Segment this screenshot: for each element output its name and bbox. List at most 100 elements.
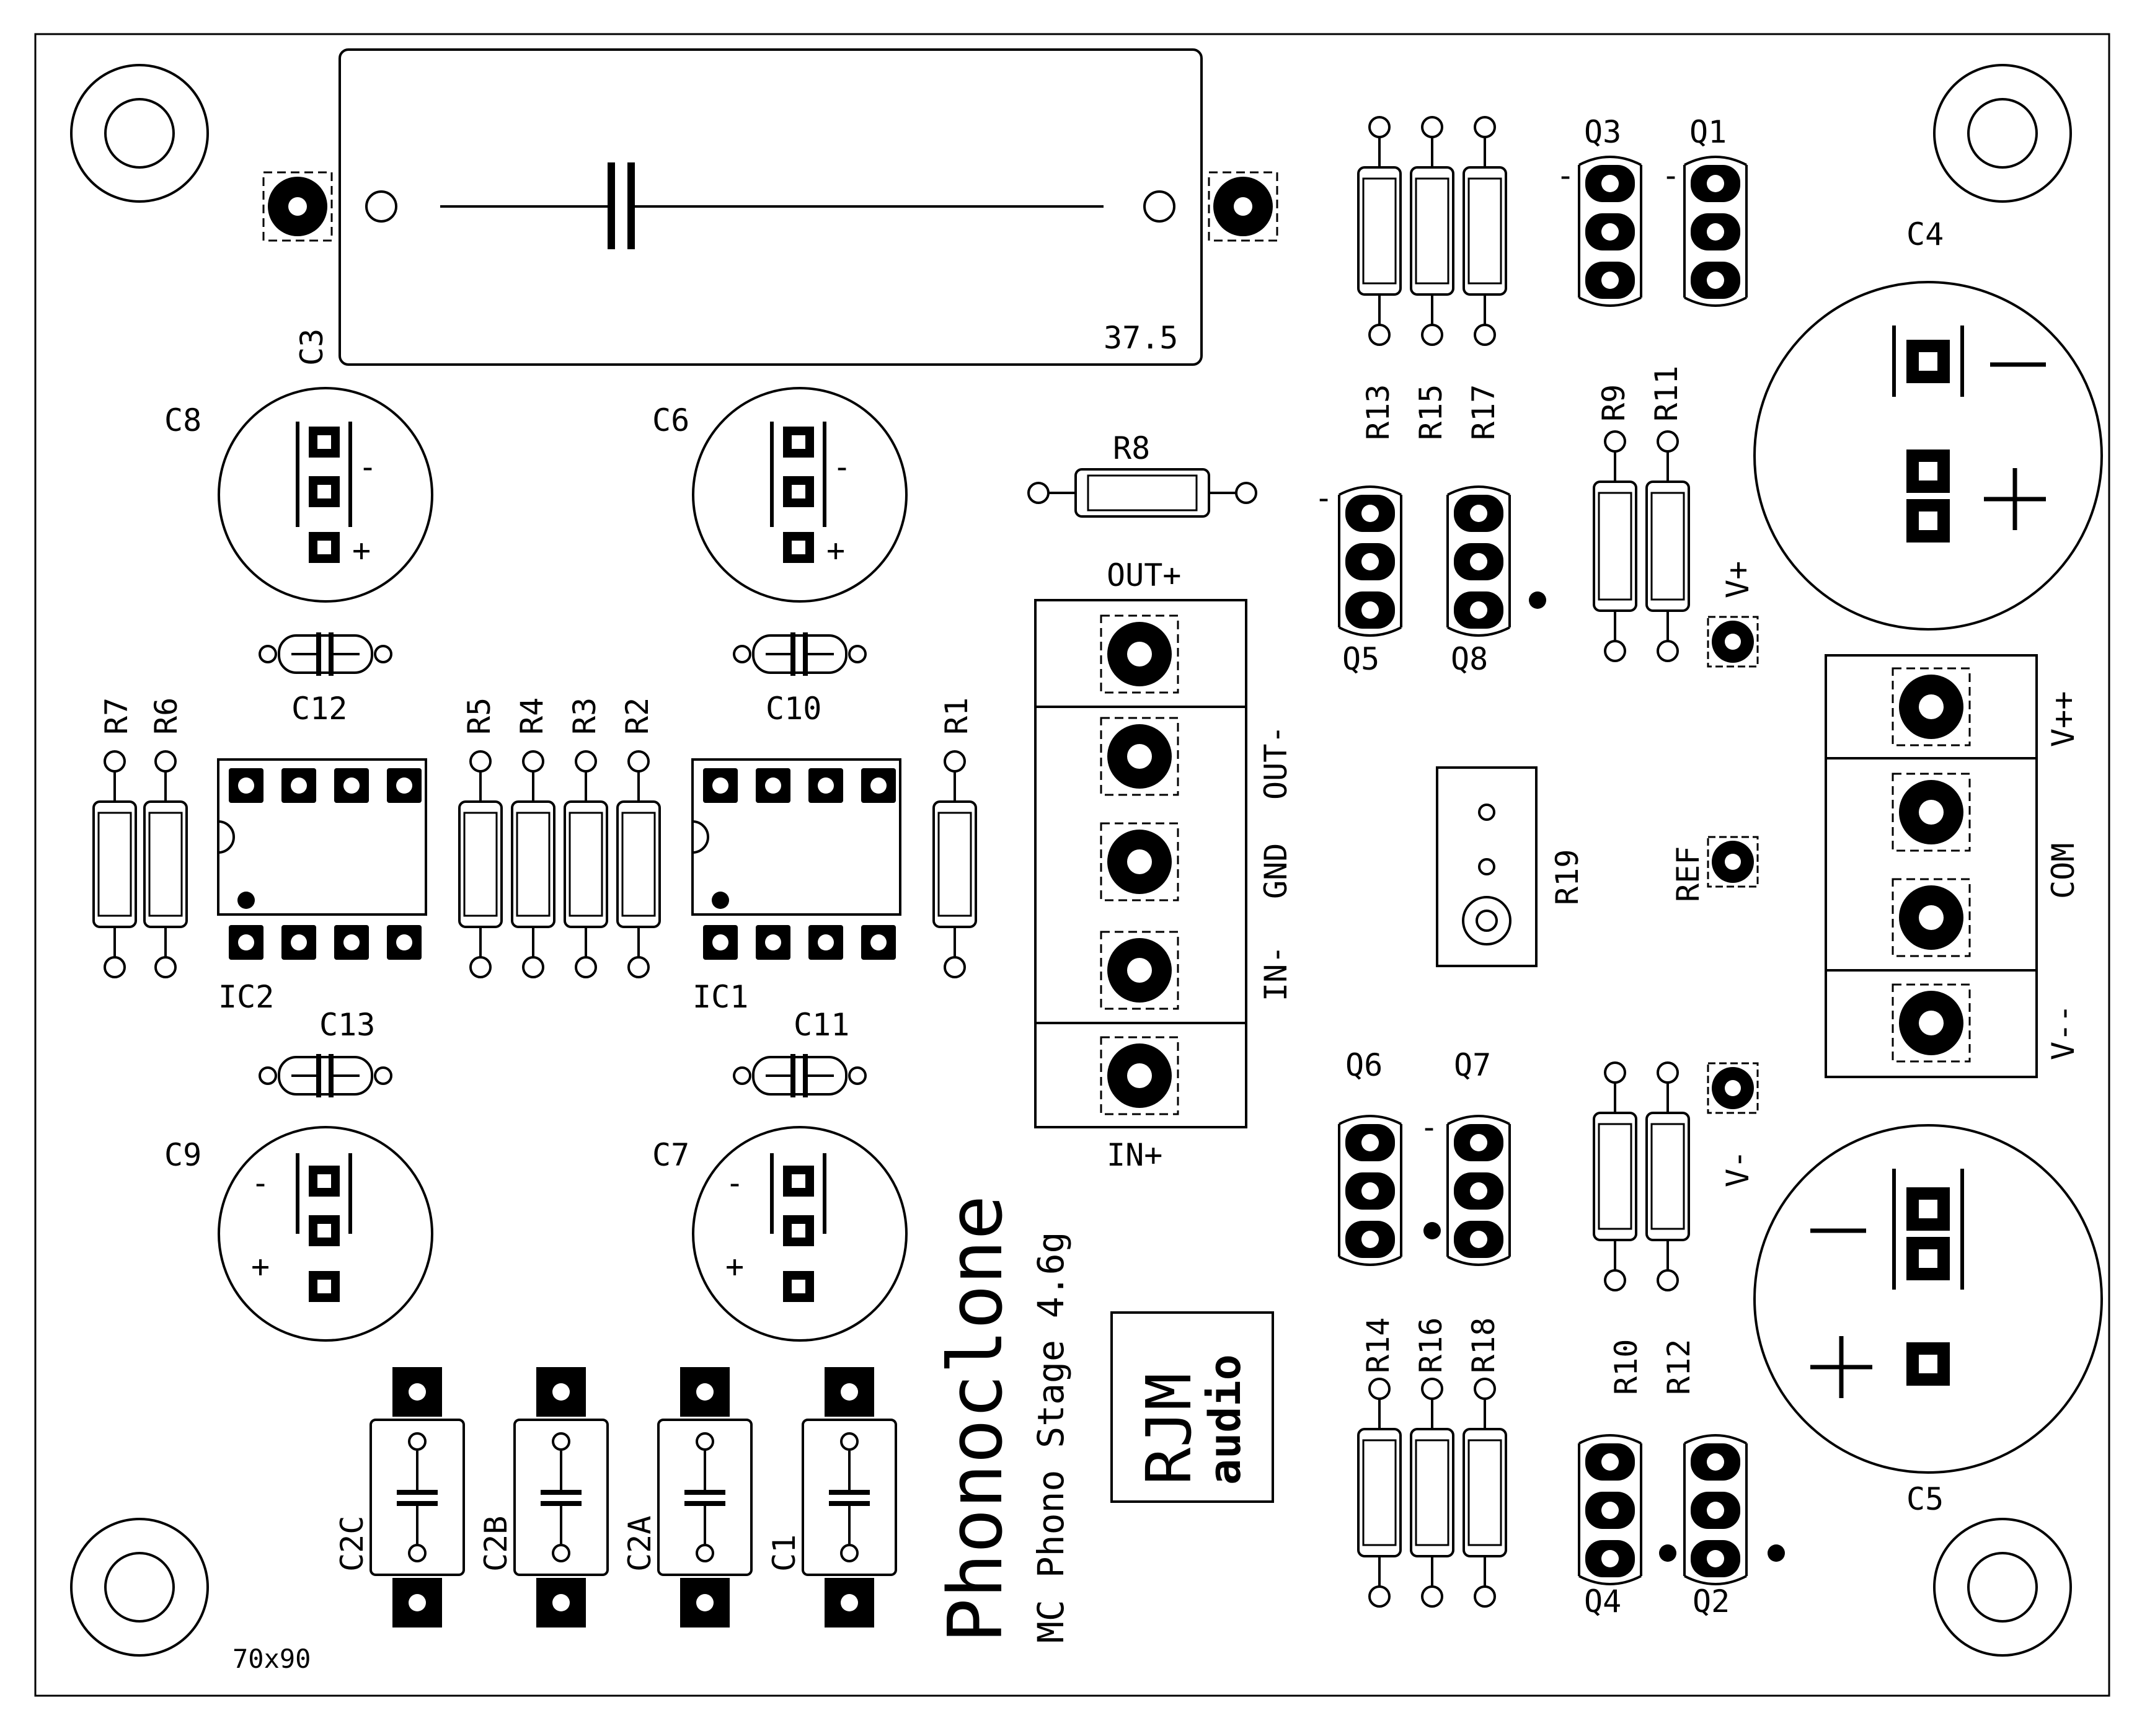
ic-pin (861, 768, 896, 803)
ic-pin (861, 925, 896, 960)
transistor-q3 (1578, 156, 1642, 307)
board-size-label: 70x90 (232, 1644, 311, 1674)
resistor-r5 (458, 750, 503, 978)
transistor-q4 (1578, 1434, 1676, 1585)
label-r3: R3 (567, 698, 603, 735)
label-v-mm: V-- (2045, 1004, 2081, 1060)
label-r15: R15 (1413, 384, 1449, 440)
terminal-pad (1892, 983, 1971, 1063)
label-r9: R9 (1596, 384, 1632, 422)
label-r5: R5 (461, 698, 497, 735)
board-subtitle: MC Phono Stage 4.6g (1030, 1232, 1072, 1643)
ic-pin (756, 768, 790, 803)
terminal-pad (1100, 931, 1179, 1010)
c7-plus: + (725, 1249, 744, 1285)
resistor-r13 (1357, 116, 1402, 346)
label-q8: Q8 (1451, 641, 1488, 677)
label-r6: R6 (148, 698, 184, 735)
transistor-q8 (1446, 485, 1546, 637)
rjm-audio-logo: RJM audio (1110, 1311, 1274, 1503)
label-r4: R4 (514, 698, 550, 735)
capacitor-c2a: C2A (622, 1367, 753, 1628)
mounting-holes (70, 64, 2072, 1657)
label-c12: C12 (291, 691, 347, 727)
q5-minus: - (1314, 480, 1333, 516)
q3-minus: - (1556, 157, 1575, 193)
resistor-r16 (1410, 1378, 1454, 1608)
logo-rjm: RJM (1133, 1373, 1205, 1485)
label-v-minus: V- (1720, 1150, 1756, 1187)
terminal-pad (1892, 667, 1971, 746)
c8-minus: - (358, 449, 377, 485)
label-out-minus: OUT- (1258, 725, 1294, 800)
resistor-labels: R7 R6 R5 R4 R3 R2 R1 R8 R13 R15 R17 R9 R… (99, 366, 1697, 1395)
resistor-r14 (1357, 1378, 1402, 1608)
capacitor-c2c: C2C (334, 1367, 465, 1628)
label-v-plus: V+ (1720, 561, 1756, 598)
transistor-q5 (1338, 485, 1402, 637)
power-terminal-block: V++ COM V-- (1825, 654, 2081, 1078)
label-r8: R8 (1113, 430, 1150, 466)
label-c2b: C2B (478, 1516, 514, 1572)
board-outline (34, 33, 2110, 1697)
ic-pin (334, 925, 369, 960)
terminal-pad (1100, 822, 1179, 901)
label-c4: C4 (1906, 216, 1944, 252)
ic-pads (229, 768, 896, 960)
capacitor-c11: C11 (733, 1007, 867, 1097)
ic-pin (808, 768, 843, 803)
resistor-r18 (1463, 1378, 1507, 1608)
label-c2c: C2C (334, 1516, 370, 1572)
label-r7: R7 (99, 698, 135, 735)
label-c5: C5 (1906, 1481, 1944, 1517)
resistor-r12 (1645, 1061, 1690, 1291)
c7-minus: - (725, 1165, 744, 1201)
ic-ic1: IC1 (691, 758, 901, 1015)
label-in-minus: IN- (1258, 946, 1294, 1001)
label-c6: C6 (652, 402, 689, 438)
c6-plus: + (826, 533, 845, 569)
label-gnd: GND (1258, 843, 1294, 899)
label-r19: R19 (1549, 849, 1585, 905)
transistor-q1 (1683, 156, 1748, 307)
capacitor-c7: - + C7 (652, 1126, 908, 1342)
label-q5: Q5 (1342, 641, 1379, 677)
logo-audio: audio (1200, 1354, 1250, 1485)
resistor-r9 (1593, 430, 1637, 662)
ic-pin (387, 768, 422, 803)
capacitor-c5: C5 (1753, 1124, 2103, 1517)
capacitor-c4: C4 (1753, 216, 2103, 631)
resistor-r10 (1593, 1061, 1637, 1291)
c9-plus: + (251, 1249, 270, 1285)
q1-minus: - (1662, 157, 1680, 193)
label-r2: R2 (619, 698, 655, 735)
ic-pin (387, 925, 422, 960)
capacitor-c2b: C2B (478, 1367, 609, 1628)
label-com: COM (2045, 843, 2081, 899)
ic-pin (808, 925, 843, 960)
capacitor-c12: C12 (259, 632, 392, 727)
label-out-plus: OUT+ (1107, 557, 1181, 593)
label-c2a: C2A (622, 1516, 658, 1572)
label-r14: R14 (1360, 1318, 1396, 1373)
label-c7: C7 (652, 1137, 689, 1173)
label-c9: C9 (164, 1137, 201, 1173)
transistor-labels: Q3 Q1 Q5 Q8 Q6 Q7 Q4 Q2 - - - - (1314, 114, 1730, 1619)
terminal-pad (1892, 878, 1971, 957)
ic-pin (703, 925, 738, 960)
resistor-r7 (92, 750, 137, 978)
trimmer-r19: R19 (1436, 766, 1585, 967)
label-c13: C13 (319, 1007, 375, 1043)
ic-pin (756, 925, 790, 960)
terminal-pad (1892, 773, 1971, 852)
resistor-r11 (1645, 430, 1690, 662)
resistors (92, 116, 1690, 1608)
io-terminal-block: OUT+ IN+ OUT- GND IN- (1034, 557, 1294, 1173)
label-r12: R12 (1661, 1339, 1697, 1395)
ic-pin (703, 768, 738, 803)
ic-pin (281, 768, 316, 803)
capacitor-c10: C10 (733, 632, 867, 727)
terminal-pads (1100, 614, 1971, 1115)
ic-ic2: IC2 (217, 758, 427, 1015)
label-q1: Q1 (1689, 114, 1727, 150)
